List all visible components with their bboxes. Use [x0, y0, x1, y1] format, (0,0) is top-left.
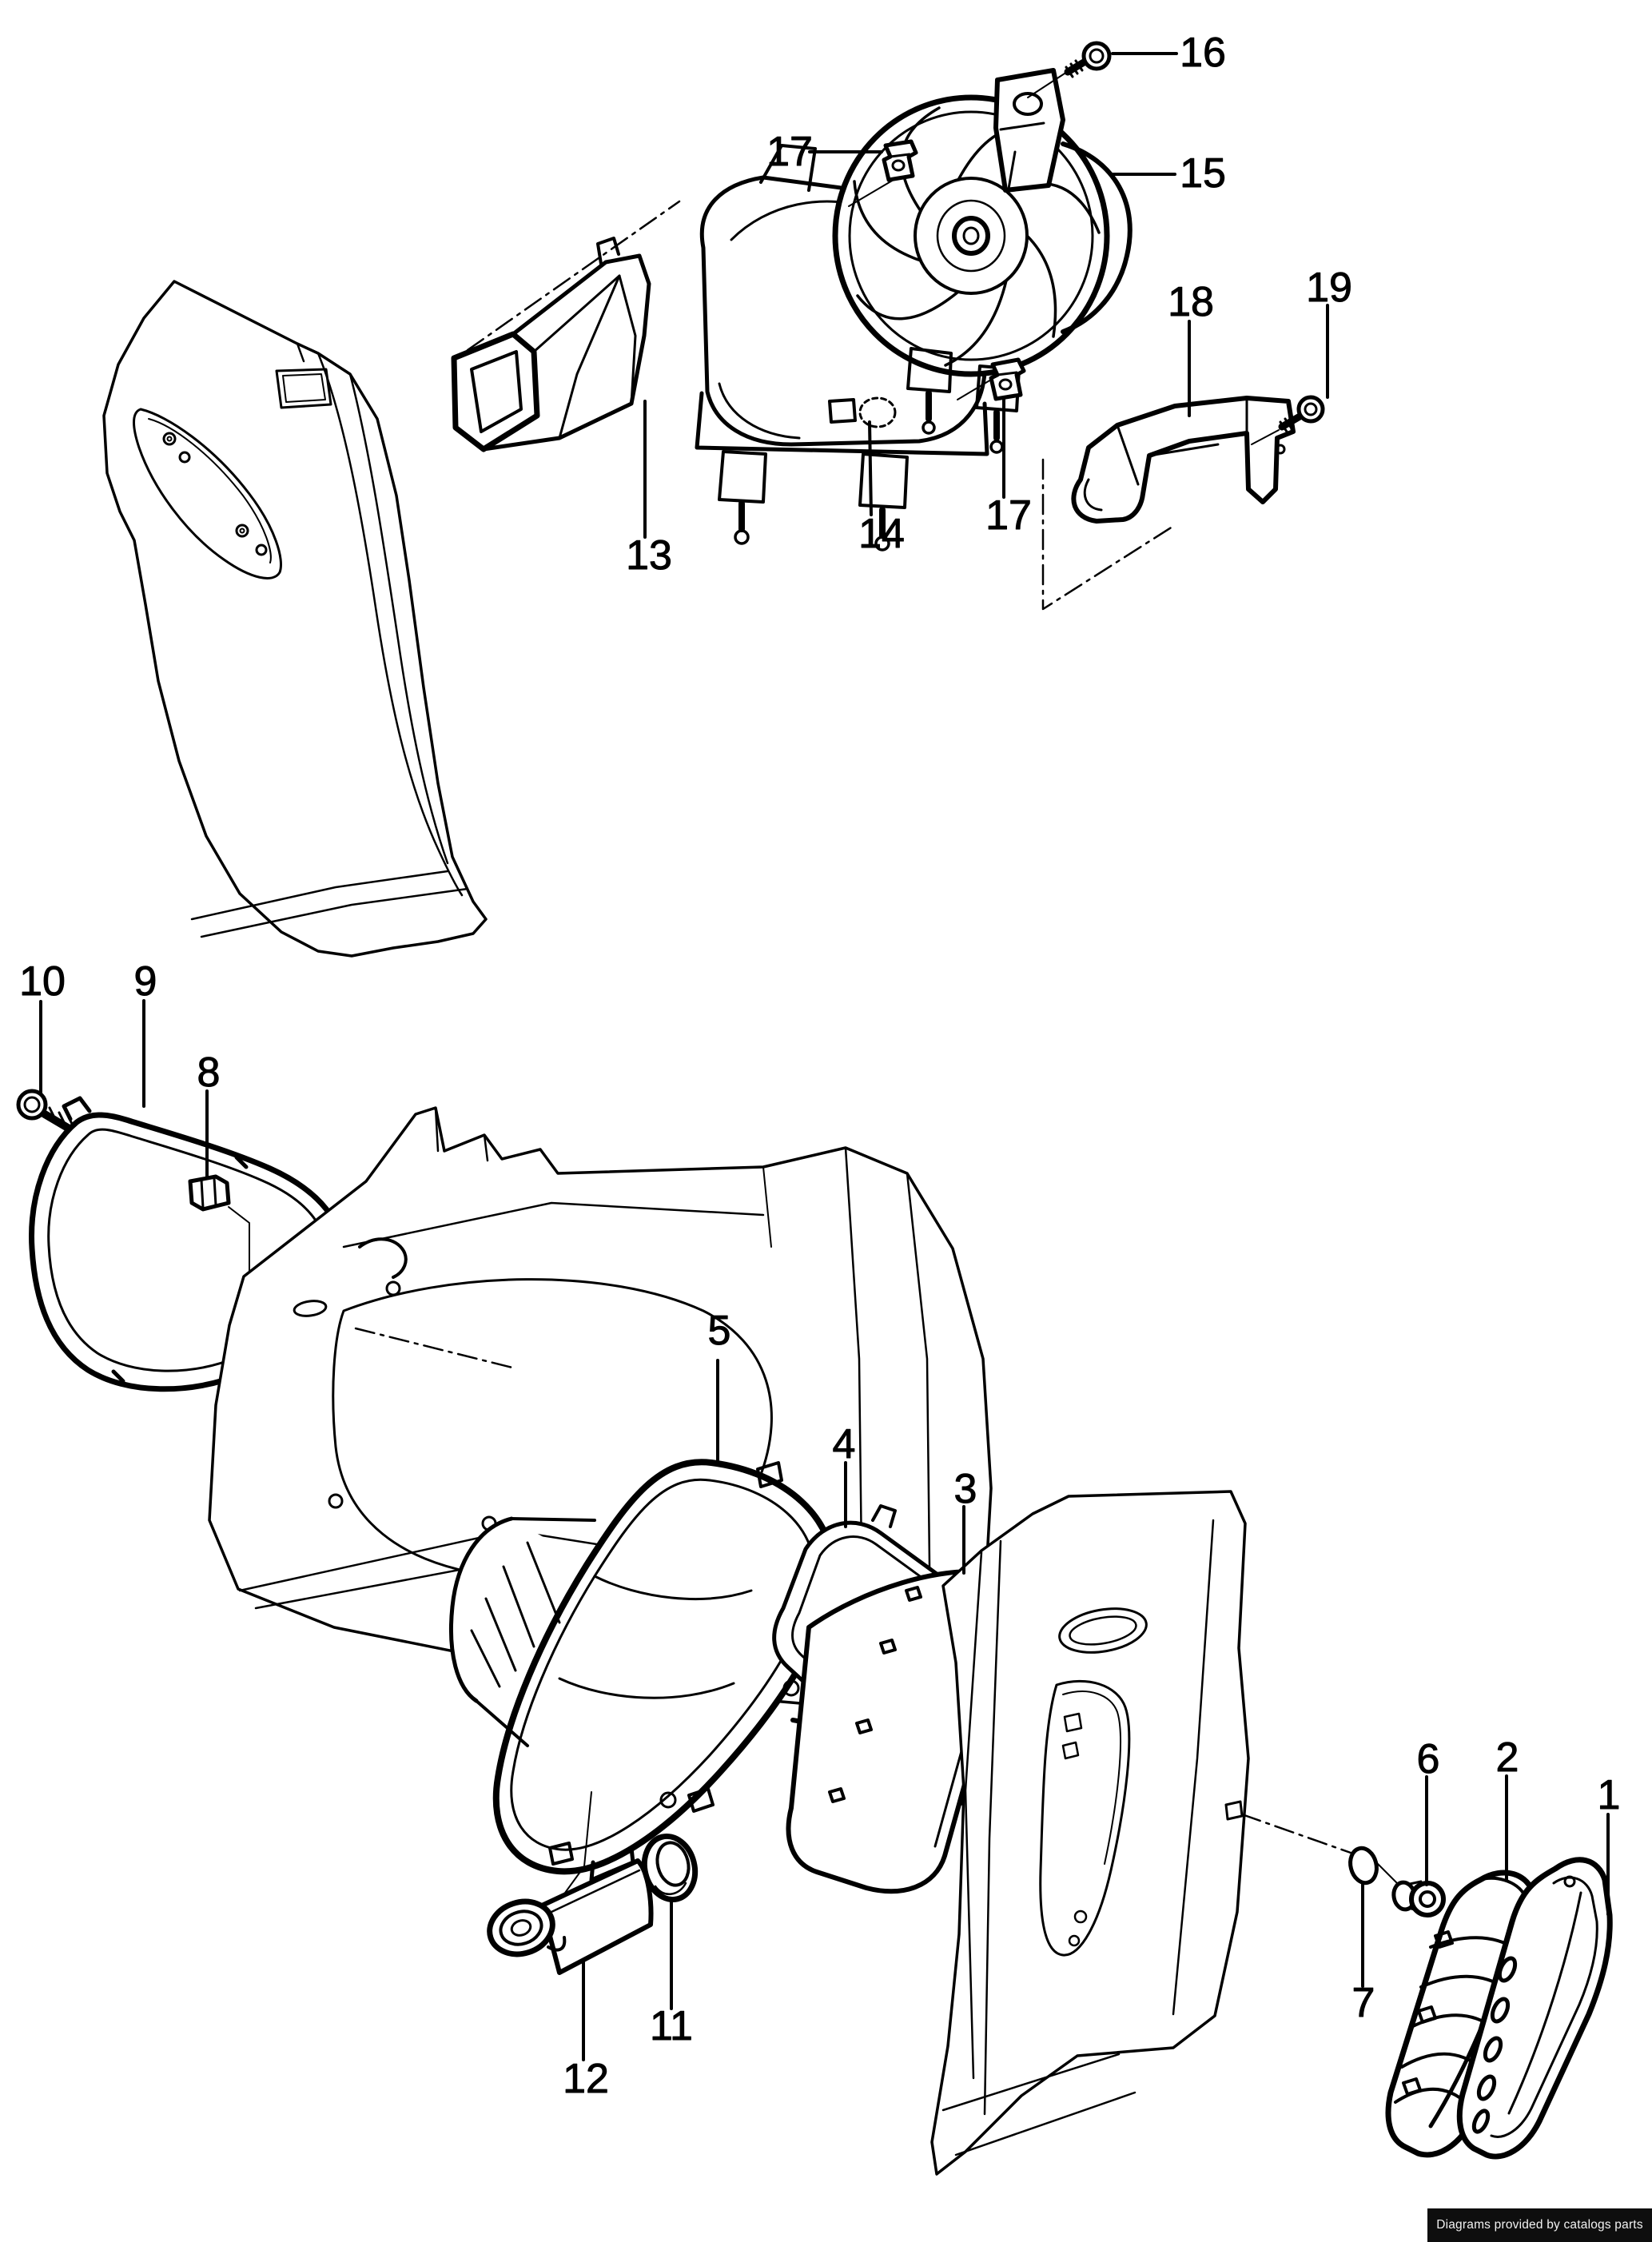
- callout-7: 7: [1352, 1980, 1375, 2026]
- callout-17b: 17: [985, 492, 1032, 539]
- callout-11: 11: [650, 2003, 693, 2049]
- vent-grille-1: [1456, 1857, 1613, 2160]
- callout-15: 15: [1180, 150, 1226, 197]
- callout-2: 2: [1496, 1734, 1519, 1781]
- callout-6: 6: [1417, 1736, 1440, 1782]
- callout-9: 9: [134, 958, 157, 1005]
- speed-nut-clip-17-lower: [957, 357, 1026, 401]
- leader-line-14: [868, 420, 873, 516]
- seal-ring-11: [641, 1833, 699, 1903]
- callout-17a: 17: [766, 129, 813, 175]
- callout-3: 3: [954, 1466, 977, 1512]
- callout-4: 4: [833, 1421, 856, 1467]
- screw-16: [1027, 41, 1112, 98]
- quarter-panel-lower-right: [930, 1490, 1250, 2176]
- air-duct-13: [451, 237, 651, 452]
- callout-10: 10: [19, 958, 66, 1005]
- seal-oval-7: [1240, 1813, 1399, 1886]
- callout-18: 18: [1168, 279, 1214, 325]
- quarter-panel-upper-left: [102, 280, 488, 958]
- screw-19: [1251, 395, 1325, 445]
- drain-pipe-12: [487, 1791, 654, 1975]
- provider-badge-text: Diagrams provided by catalogs parts: [1436, 2218, 1643, 2232]
- callout-13: 13: [626, 532, 672, 579]
- callout-14: 14: [858, 511, 905, 557]
- provider-badge: Diagrams provided by catalogs parts: [1427, 2208, 1652, 2242]
- callout-5: 5: [708, 1308, 731, 1354]
- callout-8: 8: [197, 1049, 221, 1096]
- air-duct-housing-5: [448, 1459, 847, 1882]
- callout-16: 16: [1180, 30, 1226, 76]
- grommet-6: [1391, 1880, 1446, 1917]
- grommet-8: [188, 1174, 250, 1278]
- callout-19: 19: [1306, 265, 1352, 311]
- fan-mount-bracket-18: [1071, 396, 1296, 524]
- speed-nut-clip-17-upper: [848, 139, 918, 207]
- callout-12: 12: [563, 2056, 609, 2102]
- callout-1: 1: [1598, 1772, 1621, 1818]
- assembly-axis-lines: [466, 200, 1176, 611]
